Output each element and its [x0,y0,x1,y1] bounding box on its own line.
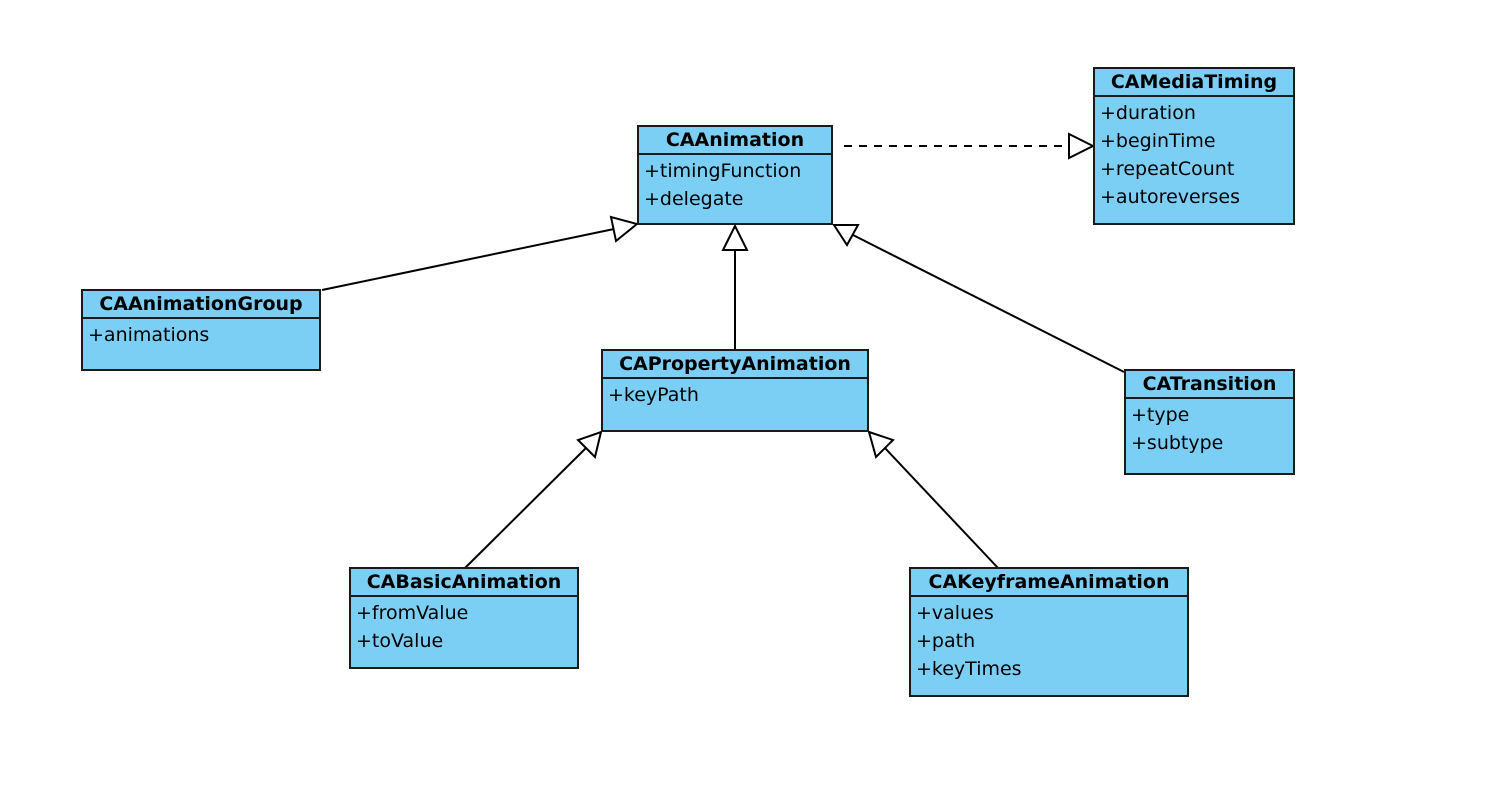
class-cakeyframeanimation: CAKeyframeAnimation +values +path +keyTi… [909,567,1189,697]
class-name: CABasicAnimation [351,569,577,597]
attribute: +keyPath [608,384,699,406]
attribute: +toValue [356,630,444,652]
attribute-list: +animations [83,319,319,349]
attribute: +fromValue [356,602,469,624]
attribute: +autoreverses [1100,186,1240,208]
generalization-line-catransition-caanimation [852,234,1125,373]
class-cabasicanimation: CABasicAnimation +fromValue +toValue [349,567,579,669]
attribute: +values [916,602,994,624]
generalization-arrowhead [576,430,603,459]
class-name: CAMediaTiming [1095,69,1293,97]
generalization-line-cakeyframeanimation-capropertyanimation [883,446,999,569]
attribute: +duration [1100,102,1196,124]
class-name: CAAnimationGroup [83,291,319,319]
attribute-list: +fromValue +toValue [351,597,577,655]
attribute: +delegate [644,188,744,210]
attribute: +beginTime [1100,130,1216,152]
generalization-arrowhead [832,224,860,247]
attribute: +path [916,630,976,652]
class-capropertyanimation: CAPropertyAnimation +keyPath [601,349,869,432]
attribute: +keyTimes [916,658,1022,680]
generalization-line-cabasicanimation-capropertyanimation [464,446,588,569]
attribute-list: +duration +beginTime +repeatCount +autor… [1095,97,1293,211]
attribute-list: +values +path +keyTimes [911,597,1187,683]
attribute: +animations [88,324,210,346]
class-caanimation: CAAnimation +timingFunction +delegate [637,125,833,225]
class-catransition: CATransition +type +subtype [1124,369,1295,475]
attribute: +timingFunction [644,160,802,182]
class-name: CAPropertyAnimation [603,351,867,379]
attribute-list: +type +subtype [1126,399,1293,457]
generalization-arrowhead [867,430,895,459]
attribute-list: +timingFunction +delegate [639,155,831,213]
class-caanimationgroup: CAAnimationGroup +animations [81,289,321,371]
generalization-arrowhead [609,215,640,243]
attribute-list: +keyPath [603,379,867,409]
realization-arrowhead [1068,132,1096,160]
class-name: CAKeyframeAnimation [911,569,1187,597]
class-name: CATransition [1126,371,1293,399]
attribute: +repeatCount [1100,158,1235,180]
class-camediatiming: CAMediaTiming +duration +beginTime +repe… [1093,67,1295,225]
attribute: +subtype [1131,432,1224,454]
generalization-arrowhead [721,223,749,251]
generalization-line-caanimationgroup-caanimation [321,228,615,291]
class-name: CAAnimation [639,127,831,155]
attribute: +type [1131,404,1190,426]
